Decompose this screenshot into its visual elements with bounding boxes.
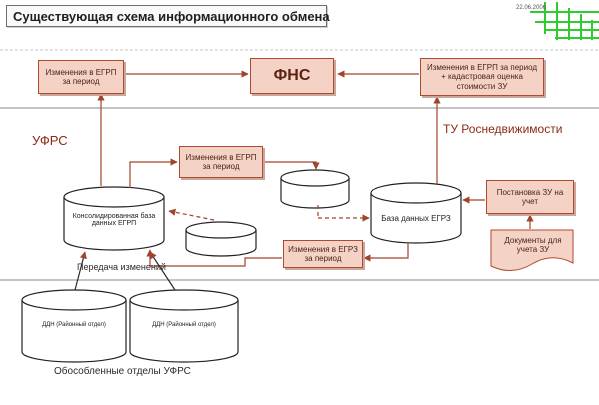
box-egrp-changes-top: Изменения в ЕГРП за период [38, 60, 124, 94]
cylinder-egrz [370, 182, 462, 244]
arrow-egrz-changes-to-db [146, 249, 282, 267]
corner-grid-decoration [530, 2, 599, 40]
region-tu: ТУ Роснедвижимости [443, 122, 563, 136]
dashed-arrow-db-to-small [168, 208, 215, 221]
db-consolidated-egrp-label: Консолидированная база данных ЕГРП [72, 213, 156, 227]
arrow-db-to-egrp-mid [129, 158, 178, 188]
arrow-egrz-to-egrz-changes [363, 243, 409, 262]
arrow-ddn1-to-db [74, 251, 87, 291]
db-ddn1-label: ДДН (Районный отдел) [42, 322, 106, 328]
cylinder-small-lower [185, 221, 257, 257]
db-ddn2-label: ДДН (Районный отдел) [152, 322, 216, 328]
arrow-ddn2-to-db [149, 251, 176, 291]
diagram-title: Существующая схема информационного обмен… [6, 5, 330, 27]
cylinder-consolidated-egrp [63, 186, 165, 251]
cylinder-ddn-1 [21, 289, 127, 363]
cylinder-ddn-2 [129, 289, 239, 363]
box-egrp-changes-cadastral: Изменения в ЕГРП за период + кадастровая… [420, 58, 544, 96]
region-ufrs: УФРС [32, 133, 68, 148]
box-zu-registration: Постановка ЗУ на учет [486, 180, 574, 214]
db-egrz-label: База данных ЕГРЗ [381, 214, 451, 223]
box-egrz-changes: Изменения в ЕГРЗ за период [283, 240, 363, 268]
transfer-changes-label: Передача изменений [77, 262, 166, 272]
documents-label: Документы для учета ЗУ [504, 236, 562, 254]
cylinder-small-upper [280, 169, 350, 209]
district-offices-label: Обособленные отделы УФРС [54, 366, 191, 377]
documents-shape [490, 229, 574, 271]
box-egrp-changes-mid: Изменения в ЕГРП за период [179, 146, 263, 178]
date-label: 22.06.2006 [516, 5, 547, 11]
arrow-egrp-mid-to-small-db [265, 161, 320, 170]
box-fns: ФНС [250, 58, 334, 94]
